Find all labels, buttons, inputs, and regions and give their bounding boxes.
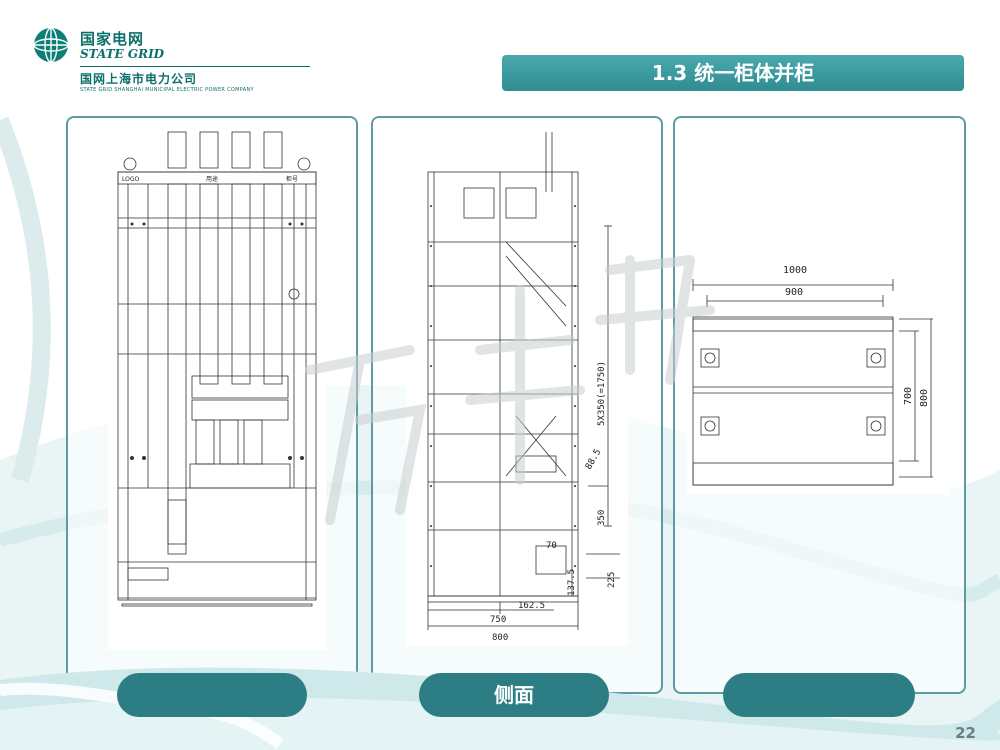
logo-company-en: STATE GRID SHANGHAI MUNICIPAL ELECTRIC P… [80, 87, 254, 93]
front-view-caption [117, 673, 307, 717]
dim-800: 800 [492, 633, 508, 643]
front-label-purpose: 用途 [206, 175, 218, 183]
dim-137-5: 137.5 [567, 569, 577, 596]
dim-162-5: 162.5 [518, 601, 545, 611]
dim-700: 700 [903, 387, 914, 405]
page-number: 22 [955, 724, 976, 742]
logo-company-cn: 国网上海市电力公司 [80, 72, 198, 86]
side-view-drawing: 5X350(=1750) 88.5 350 70 225 137.5 162.5… [406, 126, 628, 646]
globe-icon [33, 27, 69, 63]
front-label-logo: LOGO [122, 176, 140, 183]
top-view-drawing: 1000 900 700 800 [687, 257, 949, 495]
logo-name-en: STATE GRID [80, 47, 165, 61]
dim-900: 900 [785, 287, 803, 298]
dim-1000: 1000 [783, 265, 807, 276]
logo-name-cn: 国家电网 [80, 30, 145, 48]
dim-70: 70 [546, 541, 557, 551]
slide-title: 1.3 统一柜体并柜 [502, 55, 964, 91]
dim-88-5: 88.5 [584, 448, 604, 472]
front-label-cabinet-no: 柜号 [286, 175, 298, 183]
dim-800-top: 800 [919, 389, 930, 407]
dim-350: 350 [597, 510, 607, 526]
side-view-caption: 侧面 [419, 673, 609, 717]
dim-pitch: 5X350(=1750) [597, 361, 607, 426]
front-view-drawing: LOGO 用途 柜号 [108, 128, 326, 650]
logo-divider [80, 66, 310, 67]
top-view-caption [723, 673, 915, 717]
dim-225: 225 [607, 572, 617, 588]
dim-750: 750 [490, 615, 506, 625]
